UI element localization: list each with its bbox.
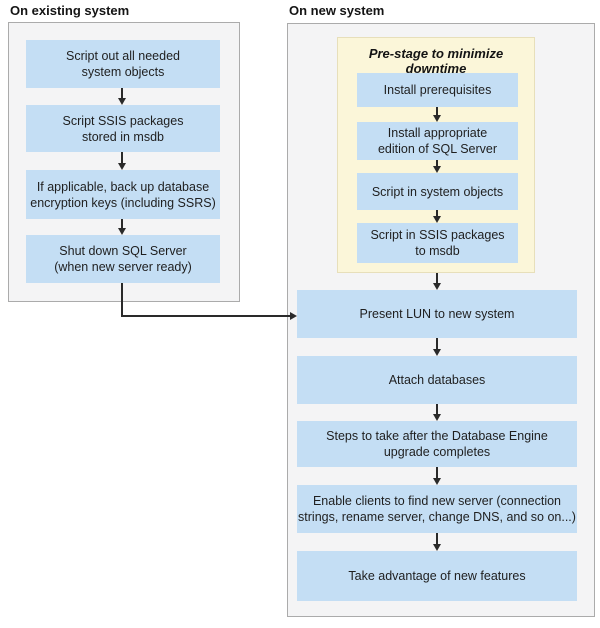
step-script-in-ssis: Script in SSIS packages to msdb <box>357 223 518 263</box>
flow-arrow <box>118 152 126 170</box>
step-present-lun: Present LUN to new system <box>297 290 577 338</box>
flow-arrow <box>433 533 441 551</box>
flow-arrow <box>433 467 441 485</box>
new-system-title: On new system <box>289 3 385 18</box>
step-script-ssis-packages: Script SSIS packages stored in msdb <box>26 105 220 152</box>
step-install-sql-edition: Install appropriate edition of SQL Serve… <box>357 122 518 160</box>
existing-system-title: On existing system <box>10 3 130 18</box>
prestage-title: Pre-stage to minimize downtime <box>368 46 504 76</box>
flow-connector-vertical <box>121 283 123 317</box>
step-new-features: Take advantage of new features <box>297 551 577 601</box>
flow-connector-arrowhead <box>290 312 297 320</box>
step-enable-clients: Enable clients to find new server (conne… <box>297 485 577 533</box>
flow-arrow <box>433 273 441 290</box>
flow-arrow <box>118 219 126 235</box>
step-backup-encryption-keys: If applicable, back up database encrypti… <box>26 170 220 219</box>
flow-arrow <box>433 338 441 356</box>
flow-arrow <box>433 404 441 421</box>
step-attach-databases: Attach databases <box>297 356 577 404</box>
step-script-in-objects: Script in system objects <box>357 173 518 210</box>
flow-arrow <box>433 210 441 223</box>
step-install-prerequisites: Install prerequisites <box>357 73 518 107</box>
step-shutdown-sql-server: Shut down SQL Server (when new server re… <box>26 235 220 283</box>
flow-connector-horizontal <box>121 315 290 317</box>
flow-arrow <box>433 107 441 122</box>
flow-arrow <box>433 160 441 173</box>
step-script-out-objects: Script out all needed system objects <box>26 40 220 88</box>
step-post-upgrade: Steps to take after the Database Engine … <box>297 421 577 467</box>
flow-arrow <box>118 88 126 105</box>
